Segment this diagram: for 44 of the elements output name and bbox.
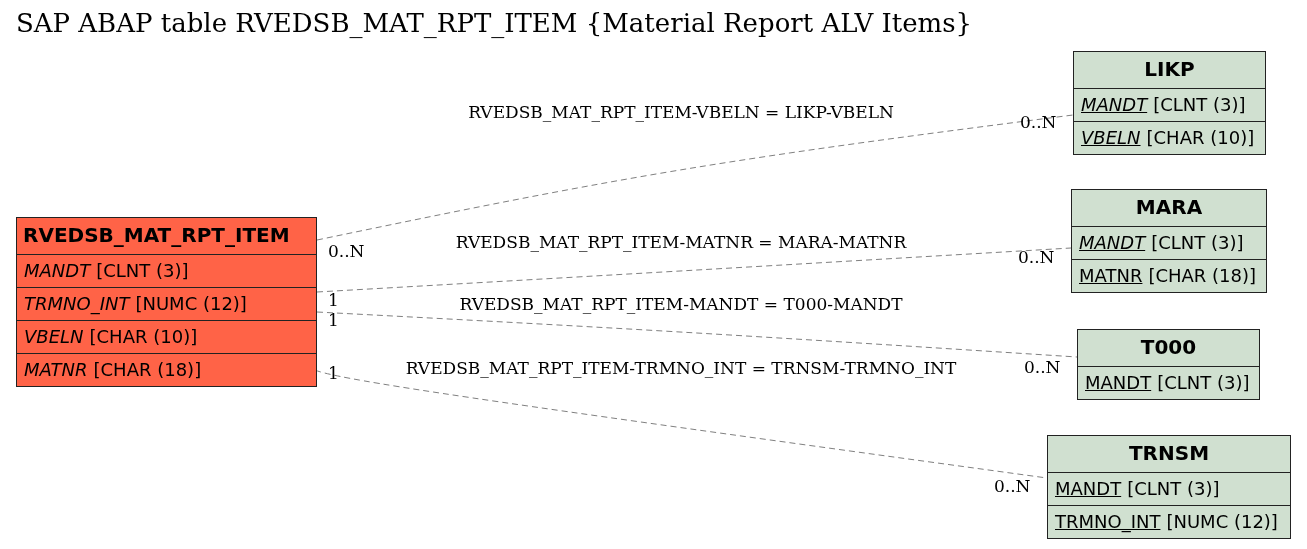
field-type: [CHAR (10)]	[89, 326, 198, 348]
field-type: [CLNT (3)]	[1127, 478, 1220, 500]
relation-line	[316, 311, 1078, 358]
cardinality-label: 0..N	[994, 477, 1031, 495]
table-box	[1071, 189, 1267, 293]
cardinality-label: 0..N	[1018, 248, 1055, 266]
field-type: [CLNT (3)]	[1153, 94, 1246, 116]
table-name: RVEDSB_MAT_RPT_ITEM	[23, 222, 290, 249]
field-type: [CHAR (18)]	[93, 359, 202, 381]
cardinality-label: 0..N	[328, 242, 365, 260]
field-name: MANDT	[24, 260, 91, 282]
field-name: MANDT	[1079, 232, 1146, 254]
field-name: TRMNO_INT	[24, 293, 130, 315]
cardinality-label: 0..N	[1020, 113, 1057, 131]
field-name: TRMNO_INT	[1055, 511, 1161, 533]
relation-line	[316, 247, 1072, 293]
field-type: [CHAR (10)]	[1146, 127, 1255, 149]
cardinality-label: 1	[328, 291, 339, 309]
field-name: MATNR	[24, 359, 88, 381]
field-name: VBELN	[24, 326, 84, 348]
table-name: T000	[1140, 334, 1197, 361]
table-name: LIKP	[1144, 56, 1195, 83]
field-type: [CLNT (3)]	[1157, 372, 1250, 394]
table-box	[1077, 329, 1260, 400]
field-type: [CLNT (3)]	[1151, 232, 1244, 254]
table-name: TRNSM	[1128, 440, 1210, 467]
table-box	[1073, 51, 1266, 155]
field-type: [NUMC (12)]	[1166, 511, 1278, 533]
cardinality-label: 1	[328, 311, 339, 329]
cardinality-label: 1	[328, 364, 339, 382]
field-name: MANDT	[1085, 372, 1152, 394]
cardinality-label: 0..N	[1024, 358, 1061, 376]
table-box	[16, 217, 317, 387]
field-name: MANDT	[1081, 94, 1148, 116]
relation-line	[316, 114, 1074, 241]
diagram-title: SAP ABAP table RVEDSB_MAT_RPT_ITEM {Material Report ALV Items}	[16, 8, 973, 40]
field-type: [CLNT (3)]	[96, 260, 189, 282]
field-type: [NUMC (12)]	[135, 293, 247, 315]
table-box	[1047, 435, 1291, 539]
field-name: MATNR	[1079, 265, 1143, 287]
field-type: [CHAR (18)]	[1148, 265, 1257, 287]
field-name: MANDT	[1055, 478, 1122, 500]
table-name: MARA	[1135, 194, 1203, 221]
field-name: VBELN	[1081, 127, 1141, 149]
